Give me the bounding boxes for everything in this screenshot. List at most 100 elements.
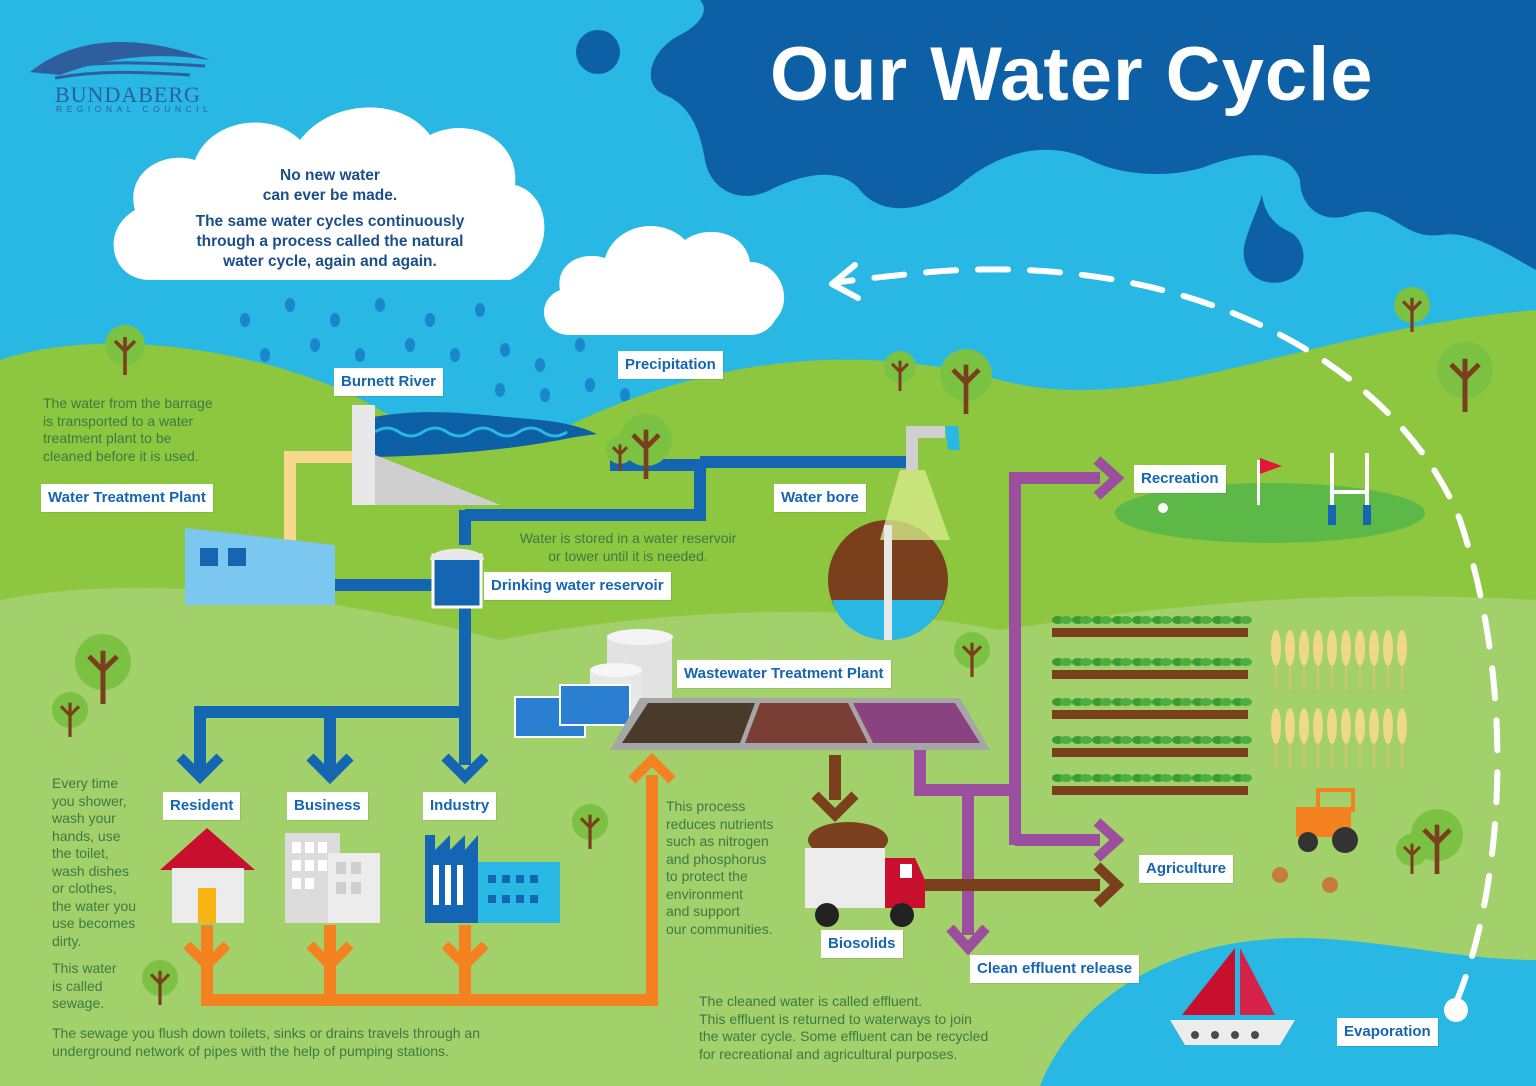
cloud-message: No new water can ever be made. The same …	[180, 166, 480, 272]
crop-rows	[1052, 628, 1248, 795]
reservoir-text: Water is stored in a water reservoir or …	[498, 530, 758, 565]
water-treatment-plant-building	[185, 528, 335, 605]
wheat-stalk	[1313, 630, 1323, 690]
factory-annex	[478, 862, 560, 923]
nutrients-line: our communities.	[666, 920, 773, 937]
crop-plant	[1192, 698, 1212, 706]
tree	[1394, 287, 1430, 332]
nutrients-line: environment	[666, 885, 744, 902]
crop-plant	[1212, 616, 1232, 624]
wheat-stalk	[1327, 630, 1337, 690]
cloud-line-3: The same water cycles continuously	[195, 213, 465, 230]
title-water-splash	[650, 0, 1536, 270]
crop-plant	[1192, 774, 1212, 782]
business-windows	[292, 842, 361, 894]
crop-plant	[1212, 774, 1232, 782]
shower-line: use becomes	[52, 915, 136, 931]
treatment-pond-3	[853, 703, 980, 743]
crop-plant	[1192, 616, 1212, 624]
logo-waves	[39, 61, 206, 80]
truck-trailer	[805, 848, 885, 908]
purple-arrows	[946, 456, 1125, 956]
wheat-stalk	[1313, 708, 1323, 768]
wheat-stalk	[1355, 708, 1365, 768]
tree	[884, 351, 916, 391]
crop-plant	[1232, 698, 1252, 706]
nutrients-line: to protect the	[666, 868, 748, 884]
label-drinking-water-reservoir: Drinking water reservoir	[484, 572, 671, 600]
orange-arrows	[183, 752, 676, 973]
shower-line: wash your	[52, 810, 116, 826]
solar-panels	[514, 684, 631, 738]
barrage-line-4: cleaned before it is used.	[43, 447, 199, 464]
tree	[606, 436, 634, 471]
crop-plant	[1132, 616, 1152, 624]
wheat-stalk	[1369, 630, 1379, 690]
crop-plant	[1212, 736, 1232, 744]
barrage-line-3: treatment plant to be	[43, 430, 172, 446]
label-resident: Resident	[163, 792, 241, 820]
brown-arrows	[811, 791, 1125, 908]
crop-plant	[1052, 774, 1072, 782]
crop-plant	[1072, 616, 1092, 624]
label-agriculture: Agriculture	[1139, 855, 1234, 883]
cloud-line-1: No new water	[280, 167, 380, 184]
wheat-field	[1271, 630, 1407, 768]
effluent-line: This effluent is returned to waterways t…	[699, 1010, 972, 1027]
label-biosolids: Biosolids	[821, 930, 903, 958]
crop-plant	[1172, 616, 1192, 624]
crop-plant	[1092, 658, 1112, 666]
label-recreation: Recreation	[1134, 465, 1226, 493]
barrage-text: The water from the barrage is transporte…	[43, 395, 213, 465]
nutrients-line: This process	[666, 798, 746, 814]
crop-plants	[1052, 616, 1252, 782]
label-industry: Industry	[423, 792, 497, 820]
crop-plant	[1052, 736, 1072, 744]
crop-plant	[1092, 774, 1112, 782]
treatment-pond-1	[622, 703, 755, 743]
factory-windows	[433, 865, 538, 905]
nutrients-line: such as nitrogen	[666, 833, 769, 849]
chicken-2	[1322, 877, 1338, 893]
nutrients-line: reduces nutrients	[666, 815, 774, 832]
sailboat-sail-2	[1240, 948, 1275, 1015]
back-hill-left	[0, 343, 433, 470]
tree	[142, 960, 178, 1005]
wheat-stalk	[1397, 630, 1407, 690]
label-business: Business	[287, 792, 368, 820]
crop-plant	[1072, 658, 1092, 666]
label-clean-effluent-release: Clean effluent release	[970, 955, 1140, 983]
crop-plant	[1172, 736, 1192, 744]
water-bore-shaft	[884, 525, 892, 640]
sewage-flush-text: The sewage you flush down toilets, sinks…	[52, 1025, 480, 1060]
wheat-stalk	[1355, 630, 1365, 690]
crop-plant	[1152, 774, 1172, 782]
shower-line: dirty.	[52, 932, 82, 949]
crop-plant	[1092, 616, 1112, 624]
crop-plant	[1192, 736, 1212, 744]
bay-water	[1040, 937, 1536, 1086]
shower-line: wash dishes	[52, 862, 130, 879]
evaporation-arc	[837, 266, 1501, 1008]
crop-plant	[1172, 658, 1192, 666]
crop-plant	[1132, 658, 1152, 666]
tree	[1396, 834, 1428, 874]
shower-text: Every time you shower, wash your hands, …	[52, 775, 136, 950]
wheat-stalk	[1383, 630, 1393, 690]
sewage-called-line: is called	[52, 977, 103, 994]
crop-plant	[1052, 698, 1072, 706]
wheat-stalk	[1299, 630, 1309, 690]
house-roof	[160, 828, 255, 870]
tree	[1437, 342, 1493, 412]
reservoir-dome	[430, 548, 484, 560]
rain-drops	[240, 298, 630, 402]
cloud-line-2: can ever be made.	[262, 187, 398, 204]
wheat-stalk	[1369, 708, 1379, 768]
wheat-stalk	[1327, 708, 1337, 768]
shower-line: the toilet,	[52, 845, 109, 861]
cloud-line-5: water cycle, again and again.	[223, 253, 437, 270]
chicken-1	[1272, 867, 1288, 883]
logo-name: BUNDABERG	[55, 82, 201, 107]
effluent-text: The cleaned water is called effluent. Th…	[699, 993, 988, 1063]
